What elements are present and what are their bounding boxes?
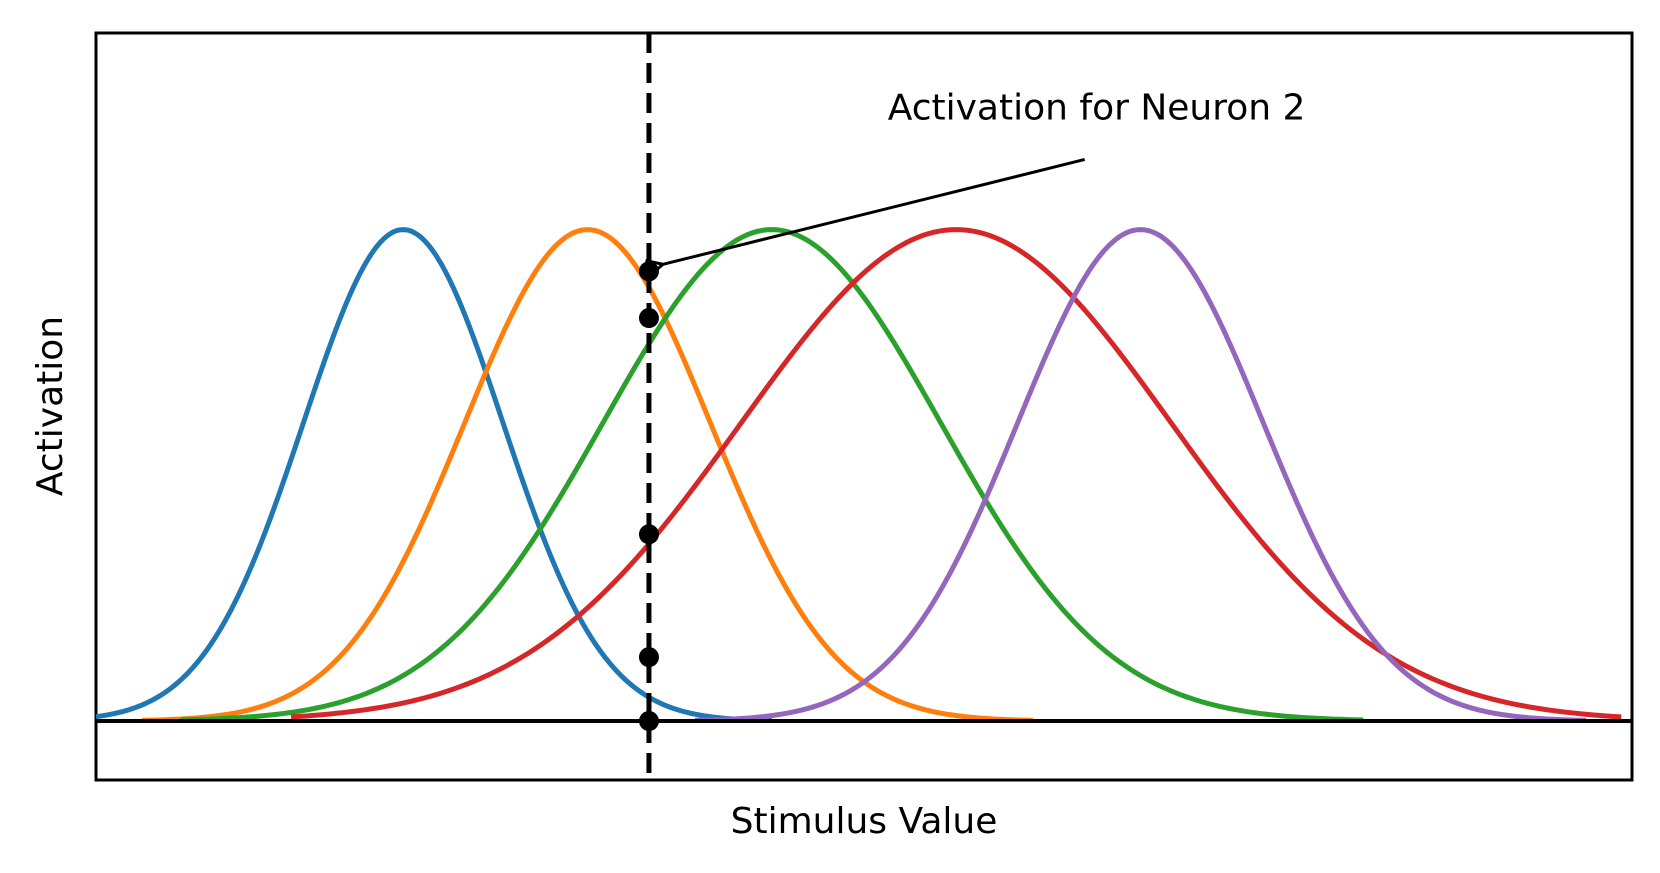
annotation-label: Activation for Neuron 2 (888, 87, 1306, 128)
tuning-curve-3 (180, 227, 1364, 723)
activation-marker-2 (638, 308, 659, 329)
x-axis-label: Stimulus Value (731, 801, 998, 842)
activation-marker-4 (638, 647, 659, 668)
activation-marker-5 (638, 711, 659, 732)
annotation-arrow (663, 158, 1086, 264)
tuning-curve-4 (290, 227, 1622, 720)
activation-marker-1 (638, 261, 659, 282)
y-axis-label: Activation (30, 316, 71, 496)
activation-marker-3 (638, 524, 659, 545)
tuning-curve-5 (694, 227, 1586, 723)
tuning-curves (95, 227, 1622, 723)
tuning-curve-1 (95, 227, 772, 723)
plot-frame (94, 31, 1634, 782)
tuning-curve-2 (142, 227, 1034, 723)
